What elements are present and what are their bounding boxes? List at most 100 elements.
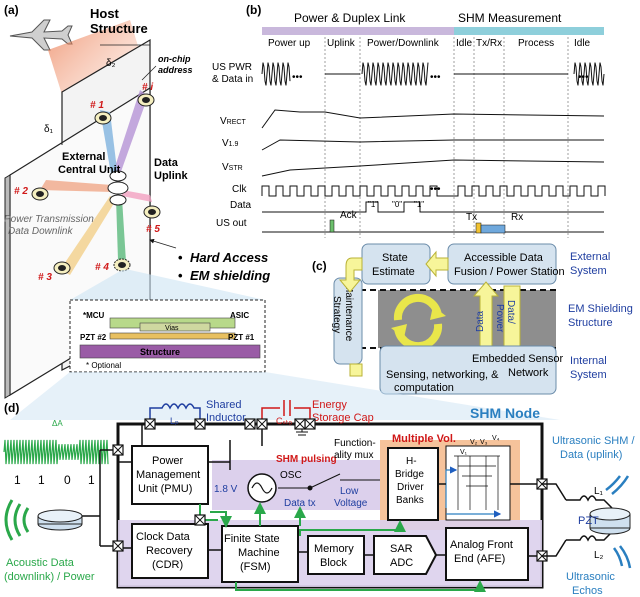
ultrasonic-data-2: Data (uplink) xyxy=(560,449,622,461)
node-label-i: # i xyxy=(142,82,153,93)
multiple-vol-label: Multiple Vol. xyxy=(392,433,456,445)
accessible-1: Accessible Data xyxy=(464,252,544,264)
phase-powerup: Power up xyxy=(268,38,311,49)
embedded-1: Embedded Sensor xyxy=(472,353,563,365)
state-estimate-1: State xyxy=(382,252,408,264)
inset-vias: Vias xyxy=(165,325,179,332)
sensor-node-1 xyxy=(94,111,112,125)
ack-pulse xyxy=(329,219,335,233)
hard-access: Hard Access xyxy=(190,250,268,265)
panel-d: (d) ΔA 1 1 0 1 Acoustic Data (downlink) … xyxy=(3,372,635,597)
beam-i xyxy=(112,90,148,180)
row-vstr: VSTR xyxy=(222,162,243,173)
bit-label-1: "1" xyxy=(368,200,378,209)
hard-access-bullet: • xyxy=(178,250,183,265)
row-us-pwr-2: & Data in xyxy=(212,74,253,85)
hbridge-3: Driver xyxy=(397,482,424,493)
cdr-1: Clock Data xyxy=(136,531,191,543)
shm-phase-bar xyxy=(454,27,604,35)
acoustic-2: (downlink) / Power xyxy=(4,571,95,583)
boundary-switch-10 xyxy=(194,514,206,526)
pzt-label: PZT xyxy=(578,515,599,527)
shared-inductor-2: Inductor xyxy=(206,412,246,424)
panel-d-label: (d) xyxy=(4,401,19,415)
afe-1: Analog Front xyxy=(450,539,513,551)
header-power: Power & Duplex Link xyxy=(294,11,406,25)
shared-inductor-1: Shared xyxy=(206,399,241,411)
panel-b: (b) Power & Duplex Link SHM Measurement … xyxy=(212,3,606,238)
sensing-1: Sensing, networking, & xyxy=(386,369,499,381)
delta2-label: δ₂ xyxy=(106,58,116,69)
vstr-trace xyxy=(261,159,605,177)
cdr-2: Recovery xyxy=(146,545,193,557)
phase-idle-1: Idle xyxy=(456,38,473,49)
bit-label-3: "1" xyxy=(414,200,424,209)
inset-pzt2: PZT #2 xyxy=(80,333,107,342)
cdr-block xyxy=(131,523,209,579)
bit-label-2: "0" xyxy=(392,200,402,209)
sensor-node-i xyxy=(137,93,155,107)
beam-4 xyxy=(116,198,126,262)
row-v19: V1.9 xyxy=(222,138,239,149)
dots-b3: ••• xyxy=(578,72,589,83)
memory-1: Memory xyxy=(314,543,354,555)
phase-idle-2: Idle xyxy=(574,38,591,49)
boundary-switch-5 xyxy=(304,418,316,430)
sar-adc-block xyxy=(373,535,438,575)
bit-1a: 1 xyxy=(14,473,21,487)
inset-structure xyxy=(79,344,261,359)
panel-a: (a) Host Structure δ₂ δ₁ on-chip address xyxy=(4,3,270,399)
v2-label: V₂ xyxy=(470,439,478,446)
acoustic-waves-icon xyxy=(4,499,30,541)
state-estimate-box xyxy=(361,243,431,285)
rx-label: Rx xyxy=(511,212,523,223)
l2-label: L₂ xyxy=(594,550,604,561)
sensing-2: computation xyxy=(394,382,454,394)
power-transmission-2: Data Downlink xyxy=(8,226,73,237)
fsm-1: Finite State xyxy=(224,533,280,545)
panel-c: (c) State Estimate Accessible Data Fusio… xyxy=(312,243,633,395)
data-power-label-1: Data/ xyxy=(505,300,516,324)
sensor-node-2 xyxy=(31,187,49,201)
inset-fan xyxy=(70,270,265,300)
sar-1: SAR xyxy=(390,543,413,555)
phase-process: Process xyxy=(518,38,554,49)
beam-2 xyxy=(40,180,112,192)
structure-wall-edge xyxy=(4,174,11,399)
shm-pulsing: SHM pulsing xyxy=(276,454,337,465)
inset-optional: * Optional xyxy=(86,361,121,370)
row-clk: Clk xyxy=(232,184,247,195)
accessible-box xyxy=(447,243,557,285)
delta-a: ΔA xyxy=(52,419,63,428)
boundary-switch-4 xyxy=(256,418,268,430)
rx-pulse xyxy=(480,224,506,234)
us-pwr-burst-2 xyxy=(361,62,429,86)
inset-mcu: *MCU xyxy=(83,311,105,320)
sensor-node-4 xyxy=(113,258,131,272)
em-shielding-bullet: • xyxy=(178,268,183,283)
node-label-3: # 3 xyxy=(38,272,52,283)
external-central-unit xyxy=(107,170,129,206)
ultrasonic-echos-2: Echos xyxy=(572,585,603,597)
embedded-2: Network xyxy=(508,367,549,379)
host-structure-line1: Host xyxy=(90,6,120,21)
fsm-2: Machine xyxy=(238,547,280,559)
low-voltage-1: Low xyxy=(340,486,359,497)
clk-trace xyxy=(261,185,606,197)
data-tx-label: Data tx xyxy=(284,498,316,509)
data-uplink-line1: Data xyxy=(154,157,179,169)
v1-label: V₁ xyxy=(460,449,468,456)
dots-b2: ••• xyxy=(430,72,441,83)
beam-1 xyxy=(100,110,118,180)
yellow-arrow-up-left xyxy=(349,363,363,377)
panel-c-label: (c) xyxy=(312,259,327,273)
yellow-arrow-turn xyxy=(338,257,363,293)
on-chip-address-1: on-chip xyxy=(158,54,191,64)
v4-label: V₄ xyxy=(492,435,500,442)
row-vrect: VRECT xyxy=(220,116,246,127)
inset-structure-label: Structure xyxy=(140,347,180,357)
panel-a-label: (a) xyxy=(4,3,19,17)
acoustic-1: Acoustic Data xyxy=(6,557,75,569)
functionality-1: Function- xyxy=(334,438,376,449)
fsm-3: (FSM) xyxy=(240,561,271,573)
